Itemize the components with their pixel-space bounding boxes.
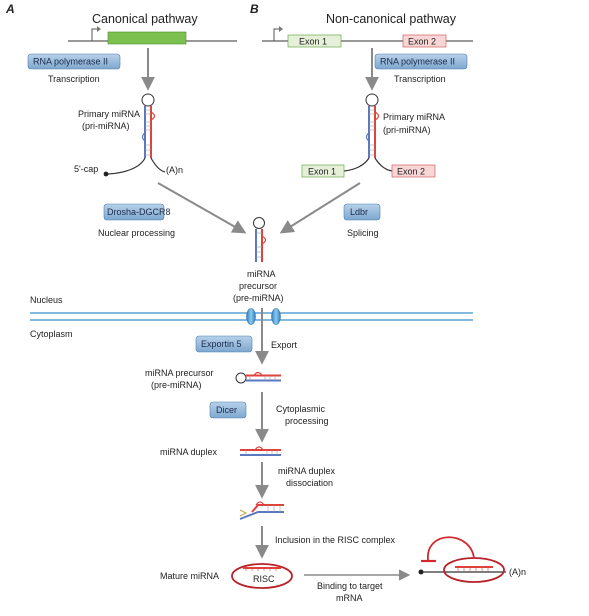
drosha-dgcr8-label: Drosha-DGCR8: [107, 207, 171, 217]
risc-inclusion-label: Inclusion in the RISC complex: [275, 535, 396, 545]
ldbr-label: Ldbr: [350, 207, 368, 217]
dicer-label: Dicer: [216, 405, 237, 415]
target-mrna-5-cap-dot: [418, 569, 424, 575]
binding-line2: mRNA: [336, 593, 363, 603]
binding-line1: Binding to target: [317, 581, 383, 591]
cytoplasmic-pre-mirna-line1: miRNA precursor: [145, 368, 214, 378]
dicer-box: Dicer: [209, 401, 247, 419]
gene-exon-2-label: Exon 2: [408, 37, 436, 47]
cytoplasm-label: Cytoplasm: [30, 329, 73, 339]
dissociation-line2: dissociation: [286, 478, 333, 488]
canonical-transcription-label: Transcription: [48, 74, 100, 84]
mirna-duplex-label: miRNA duplex: [160, 447, 218, 457]
canonical-pathway-title: Canonical pathway: [92, 12, 198, 26]
canonical-5-cap-dot: [103, 171, 109, 177]
canonical-pri-mirna-label: Primary miRNA: [78, 109, 140, 119]
target-polya-label: (A)n: [509, 567, 526, 577]
nuclear-pre-mirna-line1: miRNA: [247, 269, 276, 279]
dissociation-line1: miRNA duplex: [278, 466, 336, 476]
canonical-pri-mirna-hairpin: [103, 93, 166, 177]
cytoplasmic-pre-mirna-hairpin: [235, 371, 281, 384]
mirna-duplex-graphic: [240, 446, 281, 456]
cytoplasmic-processing-line2: processing: [285, 416, 329, 426]
target-mrna-complex: [418, 536, 506, 583]
canonical-promoter-flag-icon: [91, 28, 100, 41]
noncanonical-promoter-flag-icon: [273, 28, 282, 41]
cytoplasmic-processing-line1: Cytoplasmic: [276, 404, 326, 414]
canonical-rna-polymerase-box: RNA polymerase II: [27, 53, 121, 70]
canonical-pri-mirna-abbr: (pri-miRNA): [82, 121, 130, 131]
noncanonical-pri-mirna-abbr: (pri-miRNA): [383, 125, 431, 135]
nuclear-pore-right: [271, 308, 281, 325]
pri-exon-1-block: [301, 164, 345, 178]
gene-exon-2-block: [402, 34, 447, 48]
noncanonical-rna-polymerase-label: RNA polymerase II: [380, 57, 455, 67]
splicing-arrow: [279, 182, 361, 234]
canonical-mirna-gene-block: [107, 31, 187, 45]
drosha-dgcr8-box: Drosha-DGCR8: [103, 203, 171, 221]
noncanonical-pri-mirna-hairpin: [301, 93, 436, 178]
mature-mirna-label: Mature miRNA: [160, 571, 219, 581]
risc-complex: [231, 563, 293, 589]
nucleus-label: Nucleus: [30, 295, 63, 305]
risc-ring: [231, 563, 293, 589]
gene-exon-1-block: [287, 34, 342, 48]
translation-inhibition-arc: [427, 536, 475, 561]
exportin-5-label: Exportin 5: [201, 339, 242, 349]
nuclear-membrane: [30, 308, 473, 325]
canonical-gene: [68, 26, 237, 45]
nuclear-pre-mirna-line2: precursor: [239, 281, 277, 291]
nuclear-pore-left: [246, 308, 256, 325]
noncanonical-transcription-label: Transcription: [394, 74, 446, 84]
pri-exon-2-label: Exon 2: [397, 167, 425, 177]
gene-exon-1-label: Exon 1: [299, 37, 327, 47]
noncanonical-rna-polymerase-box: RNA polymerase II: [374, 53, 468, 70]
nuclear-processing-label: Nuclear processing: [98, 228, 175, 238]
ldbr-box: Ldbr: [343, 203, 381, 221]
target-risc-ring: [443, 557, 505, 583]
canonical-polya-label: (A)n: [166, 165, 183, 175]
exportin-5-box: Exportin 5: [195, 335, 253, 353]
panel-a-letter: A: [5, 2, 15, 16]
pri-exon-1-label: Exon 1: [308, 167, 336, 177]
noncanonical-pri-mirna-label: Primary miRNA: [383, 112, 445, 122]
risc-label: RISC: [253, 574, 275, 584]
nuclear-pre-mirna-hairpin: [253, 217, 267, 262]
panel-b-letter: B: [250, 2, 259, 16]
canonical-5-cap-label: 5'-cap: [74, 164, 98, 174]
nuclear-processing-arrow: [157, 182, 247, 234]
cytoplasmic-pre-mirna-line2: (pre-miRNA): [151, 380, 202, 390]
pri-exon-2-block: [391, 164, 436, 178]
noncanonical-gene: Exon 1 Exon 2: [262, 26, 473, 48]
splicing-label: Splicing: [347, 228, 379, 238]
noncanonical-pathway-title: Non-canonical pathway: [326, 12, 457, 26]
dissociating-duplex-graphic: [239, 501, 284, 520]
canonical-rna-polymerase-label: RNA polymerase II: [33, 57, 108, 67]
nuclear-pre-mirna-line3: (pre-miRNA): [233, 293, 284, 303]
export-label: Export: [271, 340, 298, 350]
